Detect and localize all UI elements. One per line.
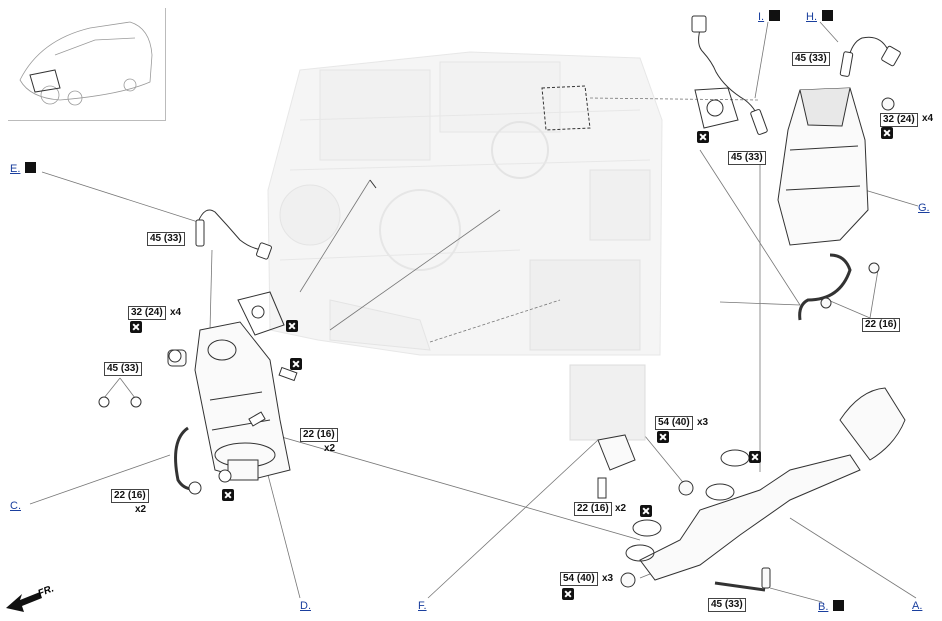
torque-label: 45 (33) [147, 232, 185, 246]
gasket-icon [541, 85, 739, 131]
callout-i-label[interactable]: I. [758, 11, 765, 23]
non-reusable-part-icon [881, 127, 893, 139]
torque-label: 54 (40) [655, 416, 693, 430]
info-square-icon [833, 600, 845, 611]
callout-h[interactable]: H. [806, 10, 833, 23]
oxygen-sensor-icon [691, 15, 768, 135]
quantity-label: x2 [615, 503, 627, 514]
info-square-icon [822, 10, 833, 21]
torque-label: 22 (16) [574, 502, 612, 516]
non-reusable-part-icon [697, 131, 709, 143]
catalytic-converter-icon [167, 321, 291, 491]
oxygen-sensor-icon [195, 209, 272, 260]
info-square-icon [769, 10, 781, 21]
quantity-label: x3 [697, 417, 709, 428]
callout-i[interactable]: I. [758, 10, 781, 23]
callout-g[interactable]: G. [918, 202, 930, 214]
callout-a[interactable]: A. [912, 600, 923, 612]
callout-b[interactable]: B. [818, 600, 845, 613]
quantity-label: x2 [324, 443, 336, 454]
catalytic-converter-icon [777, 87, 895, 321]
vehicle-inset-frame [8, 8, 166, 121]
torque-label: 22 (16) [111, 489, 149, 503]
non-reusable-part-icon [286, 320, 298, 332]
callout-f[interactable]: F. [418, 600, 427, 612]
callout-d[interactable]: D. [300, 600, 311, 612]
engine-background [267, 51, 663, 356]
callout-b-label[interactable]: B. [818, 601, 829, 613]
non-reusable-part-icon [657, 431, 669, 443]
callout-e-label[interactable]: E. [10, 163, 21, 175]
quantity-label: x3 [602, 573, 614, 584]
oxygen-sensor-icon [839, 36, 901, 77]
non-reusable-part-icon [290, 358, 302, 370]
bracket-inset [569, 364, 646, 499]
exhaust-pipe-icon [620, 387, 906, 592]
vehicle-locator-inset [19, 21, 153, 106]
quantity-label: x2 [135, 504, 147, 515]
torque-label: 32 (24) [128, 306, 166, 320]
callout-c[interactable]: C. [10, 500, 21, 512]
torque-label: 32 (24) [880, 113, 918, 127]
torque-label: 22 (16) [300, 428, 338, 442]
gasket-icon [237, 291, 285, 336]
info-square-icon [25, 162, 37, 173]
non-reusable-part-icon [749, 451, 761, 463]
torque-label: 45 (33) [104, 362, 142, 376]
torque-label: 45 (33) [728, 151, 766, 165]
non-reusable-part-icon [562, 588, 574, 600]
bolt-icon [98, 179, 377, 495]
callout-h-label[interactable]: H. [806, 11, 817, 23]
non-reusable-part-icon [130, 321, 142, 333]
quantity-label: x4 [922, 113, 934, 124]
non-reusable-part-icon [640, 505, 652, 517]
torque-label: 54 (40) [560, 572, 598, 586]
quantity-label: x4 [170, 307, 182, 318]
non-reusable-part-icon [222, 489, 234, 501]
front-direction-arrow-icon [6, 592, 42, 612]
torque-label: 45 (33) [792, 52, 830, 66]
torque-label: 22 (16) [862, 318, 900, 332]
callout-e[interactable]: E. [10, 162, 37, 175]
torque-label: 45 (33) [708, 598, 746, 612]
